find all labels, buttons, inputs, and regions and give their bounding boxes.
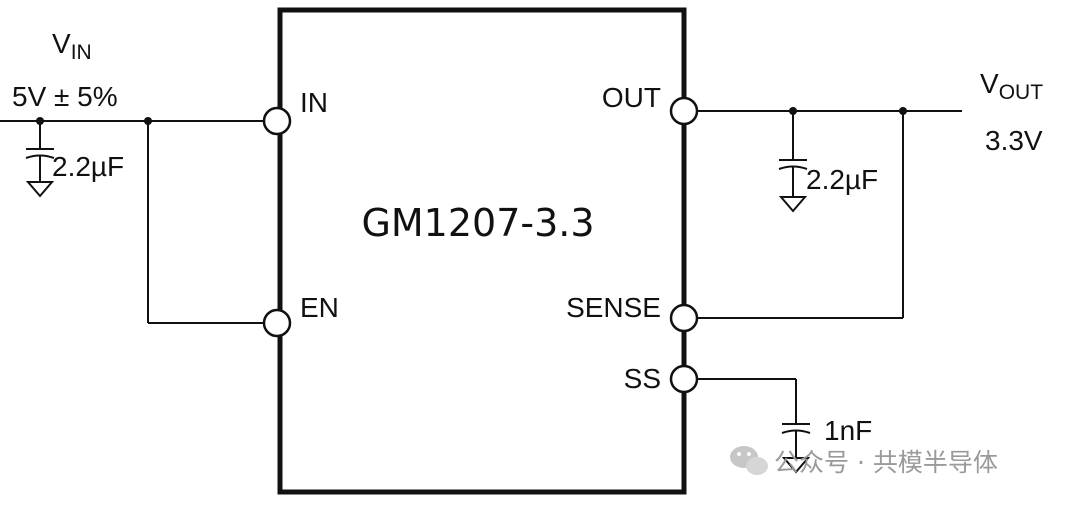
- sense-junction-dot: [899, 107, 907, 115]
- output-wiring: [697, 110, 962, 458]
- vout-label-sub: OUT: [999, 81, 1044, 104]
- input-cap-ground-icon: [25, 181, 55, 198]
- vin-label-sub: IN: [71, 41, 92, 64]
- pin-out-label: OUT: [602, 82, 661, 113]
- vout-label: VOUT: [980, 68, 1043, 104]
- pin-out-circle: [669, 96, 699, 126]
- vout-spec: 3.3V: [985, 125, 1043, 156]
- vin-spec: 5V ± 5%: [12, 81, 118, 112]
- vin-label: VIN: [52, 28, 92, 64]
- input-node-dot: [36, 117, 44, 125]
- pin-en-circle: [262, 308, 292, 338]
- pin-in-label: IN: [300, 87, 328, 118]
- output-cap-value: 2.2µF: [806, 164, 878, 195]
- wechat-icon: [730, 446, 768, 475]
- pin-en-label: EN: [300, 292, 339, 323]
- chip-body: [277, 7, 687, 495]
- pin-in-circle: [262, 106, 292, 136]
- input-wiring: [0, 120, 264, 324]
- pin-ss-label: SS: [624, 363, 661, 394]
- en-junction-dot: [144, 117, 152, 125]
- ss-cap-ground-icon: [781, 457, 811, 474]
- pin-ss-circle: [669, 364, 699, 394]
- input-cap-value: 2.2µF: [52, 151, 124, 182]
- ss-cap-value: 1nF: [824, 415, 872, 446]
- vin-label-main: V: [52, 28, 71, 59]
- pin-sense-circle: [669, 303, 699, 333]
- output-cap-ground-icon: [778, 196, 808, 213]
- vout-label-main: V: [980, 68, 999, 99]
- watermark-text: 公众号 · 共模半导体: [774, 448, 998, 477]
- output-cap-junction-dot: [789, 107, 797, 115]
- chip-name: GM1207-3.3: [361, 201, 594, 245]
- pin-sense-label: SENSE: [566, 292, 661, 323]
